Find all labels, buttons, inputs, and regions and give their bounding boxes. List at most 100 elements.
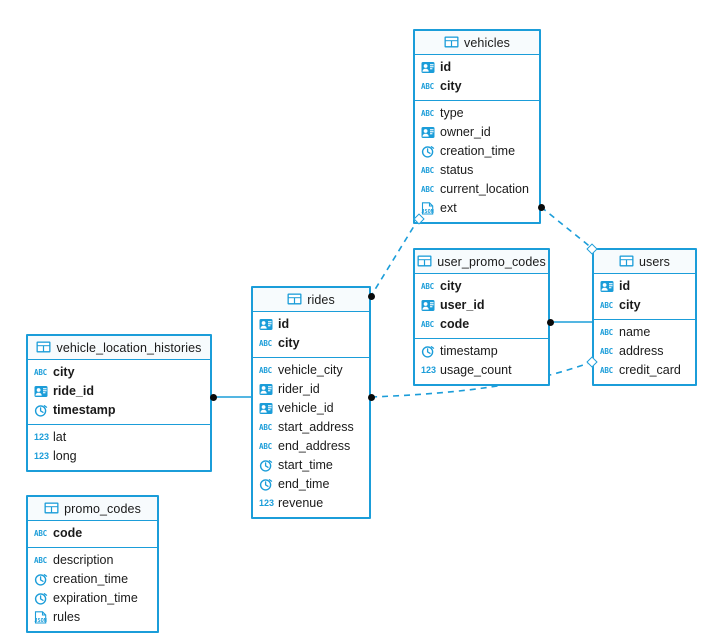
column-row[interactable]: user_id [415,296,548,315]
relationship-dot-vehicles-to-rides [367,292,375,300]
column-name: address [619,344,664,359]
entity-title: users [638,254,671,269]
column-row[interactable]: creation_time [28,570,157,589]
table-grid-icon [444,36,459,49]
entity-header-users[interactable]: users [594,250,695,274]
column-row[interactable]: id [415,58,539,77]
abc-type-icon: ABC [421,320,434,329]
entity-header-promo_codes[interactable]: promo_codes [28,497,157,521]
clock-icon [421,345,435,358]
table-grid-icon [619,255,634,268]
column-name: creation_time [440,144,516,159]
abc-type-icon: ABC [600,347,613,356]
column-name: ext [440,201,457,216]
json-icon: JSON [421,202,435,215]
column-name: city [440,279,462,294]
relationship-vehicles-to-users [540,206,594,250]
abc-type-icon: ABC [600,328,613,337]
column-row[interactable]: end_time [253,475,369,494]
abc-type-icon: ABC [600,366,613,375]
column-name: code [440,317,470,332]
id-card-icon [259,318,273,331]
relationship-dot-upc-to-users [546,318,554,326]
abc-type-icon: ABC [34,529,47,538]
column-row[interactable]: ABC credit_card [594,361,695,380]
json-icon: JSON [34,611,48,624]
column-row[interactable]: JSON ext [415,199,539,218]
column-name: city [440,79,462,94]
column-row[interactable]: ABC city [594,296,695,315]
clock-icon [34,404,48,417]
column-name: end_time [278,477,330,492]
column-name: city [619,298,641,313]
column-row[interactable]: owner_id [415,123,539,142]
column-row[interactable]: timestamp [28,401,210,420]
column-row[interactable]: timestamp [415,342,548,361]
column-name: name [619,325,651,340]
entity-title: rides [307,292,335,307]
column-row[interactable]: creation_time [415,142,539,161]
abc-type-icon: ABC [421,282,434,291]
column-row[interactable]: start_time [253,456,369,475]
column-name: city [53,365,75,380]
column-row[interactable]: ABC name [594,323,695,342]
column-row[interactable]: ABC address [594,342,695,361]
column-name: type [440,106,464,121]
entity-title: user_promo_codes [437,254,546,269]
column-name: start_time [278,458,333,473]
relationship-vehicles-to-rides [370,217,420,297]
entity-header-user_promo_codes[interactable]: user_promo_codes [415,250,548,274]
column-name: id [440,60,452,75]
column-name: status [440,163,474,178]
clock-icon [259,459,273,472]
column-row[interactable]: vehicle_id [253,399,369,418]
column-row[interactable]: id [594,277,695,296]
number-type-icon: 123 [259,498,275,508]
column-name: lat [53,430,67,445]
column-row[interactable]: ABC type [415,104,539,123]
column-row[interactable]: expiration_time [28,589,157,608]
column-row[interactable]: ABC city [415,277,548,296]
column-row[interactable]: id [253,315,369,334]
entity-title: vehicles [464,35,510,50]
abc-type-icon: ABC [421,109,434,118]
column-name: credit_card [619,363,681,378]
entity-title: promo_codes [64,501,141,516]
entity-title: vehicle_location_histories [56,340,202,355]
id-card-icon [259,402,273,415]
column-row[interactable]: ride_id [28,382,210,401]
column-row[interactable]: rider_id [253,380,369,399]
entity-header-vehicle_location_histories[interactable]: vehicle_location_histories [28,336,210,360]
entity-header-rides[interactable]: rides [253,288,369,312]
number-type-icon: 123 [34,451,50,461]
column-row[interactable]: ABC code [415,315,548,334]
entity-header-vehicles[interactable]: vehicles [415,31,539,55]
column-name: start_address [278,420,354,435]
abc-type-icon: ABC [600,301,613,310]
